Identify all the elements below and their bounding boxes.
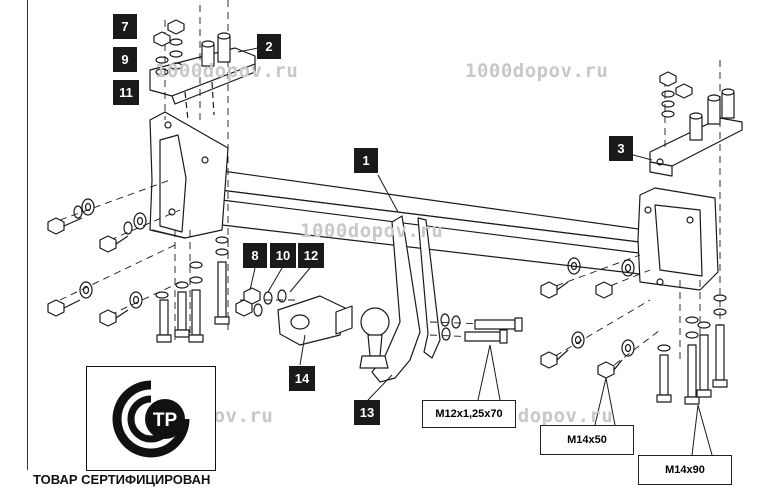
watermark: 1000dopov.ru xyxy=(155,60,299,82)
certification-logo-icon: ТР xyxy=(112,380,190,458)
part-tag-2: 2 xyxy=(257,34,281,59)
left-top-fasteners xyxy=(153,19,231,76)
bolt-size-callout-m14x50: M14x50 xyxy=(540,425,634,455)
right-top-plate xyxy=(649,117,743,177)
left-vertical-bolts xyxy=(155,236,230,343)
left-side-bracket xyxy=(149,111,229,239)
part-tag-3: 3 xyxy=(609,136,633,161)
part-tag-14: 14 xyxy=(289,366,315,391)
part-tag-12: 12 xyxy=(298,243,324,268)
right-side-bracket xyxy=(637,187,719,291)
part-tag-11: 11 xyxy=(113,80,139,105)
left-border-line xyxy=(27,0,28,470)
bolt-size-callout-m14x90: M14x90 xyxy=(638,455,732,485)
right-top-fasteners xyxy=(659,71,735,141)
bolt-size-callout-m12: M12x1,25x70 xyxy=(422,400,516,428)
part-tag-7: 7 xyxy=(113,14,137,39)
ball-mount-bolts xyxy=(440,313,523,344)
part-tag-8: 8 xyxy=(243,243,267,268)
socket-plate xyxy=(277,295,353,346)
certification-logo-box: ТР xyxy=(86,366,216,471)
right-vertical-bolts xyxy=(656,294,728,405)
watermark: 1000dopov.ru xyxy=(465,60,609,82)
part-tag-1: 1 xyxy=(354,148,378,173)
part-tag-10: 10 xyxy=(270,243,296,268)
part-tag-9: 9 xyxy=(113,47,137,72)
right-bolts-washers xyxy=(540,257,635,379)
socket-fasteners xyxy=(235,287,287,317)
watermark: 1000dopov.ru xyxy=(300,220,444,242)
part-tag-13: 13 xyxy=(354,400,380,425)
logo-letters: ТР xyxy=(153,410,178,431)
certification-caption: ТОВАР СЕРТИФИЦИРОВАН xyxy=(33,472,211,487)
left-bolts-washers xyxy=(47,198,147,327)
